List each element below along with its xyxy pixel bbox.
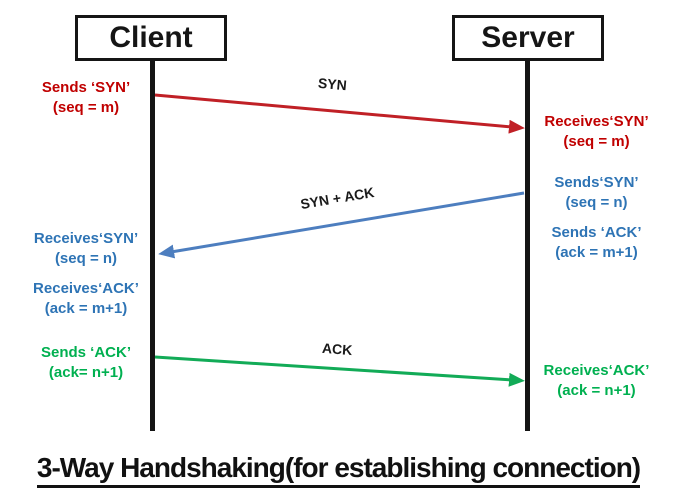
note-line: Sends‘SYN’ [554,174,639,191]
server-note-sends-ack: Sends ‘ACK’ (ack = m+1) [539,223,654,263]
note-line: (ack = n+1) [557,382,636,399]
note-line: Sends ‘SYN’ [41,79,131,96]
client-note-receives-ack: Receives‘ACK’ (ack = m+1) [14,279,158,319]
client-note-sends-syn: Sends ‘SYN’ (seq = m) [14,78,158,118]
syn-arrow [154,93,525,134]
server-note-receives-syn: Receives‘SYN’ (seq = m) [539,112,654,152]
server-note-sends-syn: Sends‘SYN’ (seq = n) [539,173,654,213]
note-line: (ack= n+1) [48,364,124,381]
note-line: (seq = m) [563,133,630,150]
ack-arrow [154,355,525,387]
server-lifeline [525,60,530,431]
note-line: (seq = n) [54,250,118,267]
note-line: Receives‘ACK’ [33,280,139,297]
server-actor-box: Server [452,15,604,61]
client-note-sends-ack: Sends ‘ACK’ (ack= n+1) [14,343,158,383]
note-line: Sends ‘ACK’ [551,224,642,241]
client-note-receives-syn: Receives‘SYN’ (seq = n) [14,229,158,269]
note-line: (seq = m) [52,99,120,116]
syn-arrow-label: SYN [317,74,348,94]
note-line: (seq = n) [565,194,628,211]
client-actor-box: Client [75,15,227,61]
note-line: Receives‘SYN’ [544,113,649,130]
note-line: Receives‘ACK’ [543,362,650,379]
note-line: (ack = m+1) [44,300,128,317]
server-note-receives-ack: Receives‘ACK’ (ack = n+1) [539,361,654,401]
diagram-title: 3-Way Handshaking(for establishing conne… [36,452,641,488]
note-line: Receives‘SYN’ [33,230,139,247]
client-actor-label: Client [109,21,193,54]
server-actor-label: Server [481,21,575,54]
syn-ack-arrow [158,191,525,259]
title-bar: 3-Way Handshaking(for establishing conne… [0,452,677,488]
note-line: Sends ‘ACK’ [40,344,131,361]
client-lifeline [150,60,155,431]
note-line: (ack = m+1) [555,244,638,261]
ack-arrow-label: ACK [321,339,353,359]
